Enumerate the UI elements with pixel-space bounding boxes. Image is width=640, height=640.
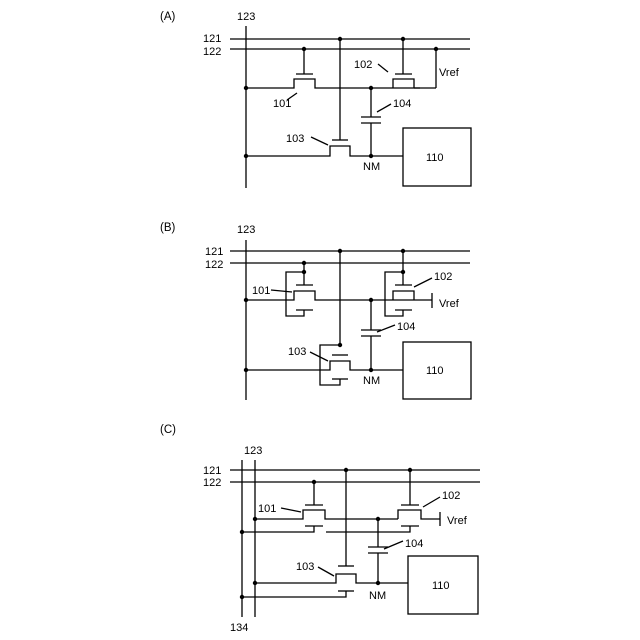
panel-b-label-101: 101: [252, 285, 270, 297]
panel-a-leader-103: [311, 137, 328, 145]
panel-b-junction: [244, 298, 248, 302]
panel-c-junction: [312, 480, 316, 484]
panel-c-junction: [408, 468, 412, 472]
panel-b-leader-102: [414, 278, 432, 287]
panel-c-capacitor-104: [368, 519, 388, 583]
panel-a-leader-104: [377, 104, 391, 112]
panel-a-label-101: 101: [273, 98, 291, 110]
panel-a-junction: [244, 86, 248, 90]
panel-c-block-label: 110: [432, 580, 450, 592]
panel-b-vref-label: Vref: [439, 298, 460, 310]
panel-b-row2-label: 122: [205, 259, 223, 271]
panel-c-node-nm: NM: [369, 590, 386, 602]
panel-c-junction: [253, 581, 257, 585]
panel-c-junction: [240, 530, 244, 534]
panel-b-transistor-102: [385, 272, 432, 316]
panel-c-leader-103: [318, 567, 334, 576]
panel-b-junction: [401, 249, 405, 253]
panel-c-label-104: 104: [405, 538, 423, 550]
panel-c-row1-label: 121: [203, 465, 221, 477]
panel-c: (C) 123 134 121 122 101 102 Vre: [160, 424, 480, 634]
panel-b-junction: [302, 270, 306, 274]
panel-a-label: (A): [160, 11, 176, 23]
panel-b-node-nm: NM: [363, 375, 380, 387]
panel-a-block-label: 110: [426, 152, 444, 164]
panel-a: (A) 123 121 122 101 102 Vref: [160, 11, 471, 188]
panel-b-junction: [338, 249, 342, 253]
panel-b-leader-104: [377, 325, 395, 332]
panel-c-junction: [240, 595, 244, 599]
panel-c-row2-label: 122: [203, 477, 221, 489]
panel-a-junction: [434, 47, 438, 51]
panel-a-junction: [338, 37, 342, 41]
panel-c-junction: [253, 517, 257, 521]
panel-a-junction: [369, 154, 373, 158]
panel-b-junction: [338, 343, 342, 347]
panel-b-junction: [244, 368, 248, 372]
panel-c-column2-label: 134: [230, 622, 248, 634]
panel-a-transistor-102: [393, 74, 436, 88]
panel-c-leader-102: [423, 497, 440, 507]
panel-c-leader-101: [281, 508, 301, 512]
panel-c-junction: [344, 468, 348, 472]
panel-c-column-label: 123: [244, 445, 262, 457]
panel-c-label-102: 102: [442, 490, 460, 502]
panel-c-vref-label: Vref: [447, 515, 468, 527]
panel-a-capacitor-104: [361, 88, 381, 156]
panel-c-label-101: 101: [258, 503, 276, 515]
panel-b-capacitor-104: [361, 300, 381, 370]
panel-c-label-103: 103: [296, 561, 314, 573]
panel-c-label: (C): [160, 424, 176, 436]
panel-a-label-104: 104: [393, 98, 411, 110]
panel-b-junction: [369, 298, 373, 302]
panel-b-junction: [302, 261, 306, 265]
panel-a-label-103: 103: [286, 133, 304, 145]
panel-b-column-label: 123: [237, 224, 255, 236]
panel-b-junction: [369, 368, 373, 372]
panel-a-leader-102: [378, 64, 388, 72]
panel-c-junction: [376, 581, 380, 585]
panel-a-row2-label: 122: [203, 46, 221, 58]
panel-a-leader-101: [287, 93, 297, 100]
panel-b-label-102: 102: [434, 271, 452, 283]
panel-b-junction: [401, 270, 405, 274]
panel-b-label: (B): [160, 222, 176, 234]
panel-b-leader-103: [310, 352, 328, 361]
panel-b: (B) 123 121 122 101 102 Vref: [160, 222, 471, 400]
panel-b-label-104: 104: [397, 321, 415, 333]
panel-c-leader-104: [384, 541, 403, 549]
panel-a-vref-label: Vref: [439, 67, 460, 79]
panel-a-transistor-103: [246, 140, 403, 156]
panel-a-column-label: 123: [237, 11, 255, 23]
panel-a-row1-label: 121: [203, 33, 221, 45]
panel-b-leader-101: [271, 290, 292, 292]
panel-b-row1-label: 121: [205, 246, 223, 258]
panel-a-label-102: 102: [354, 59, 372, 71]
panel-b-label-103: 103: [288, 346, 306, 358]
panel-c-junction: [376, 517, 380, 521]
panel-a-junction: [369, 86, 373, 90]
panel-a-junction: [244, 154, 248, 158]
panel-a-junction: [302, 47, 306, 51]
panel-b-block-label: 110: [426, 365, 444, 377]
panel-a-junction: [401, 37, 405, 41]
panel-a-transistor-101: [246, 74, 420, 88]
panel-a-node-nm: NM: [363, 161, 380, 173]
